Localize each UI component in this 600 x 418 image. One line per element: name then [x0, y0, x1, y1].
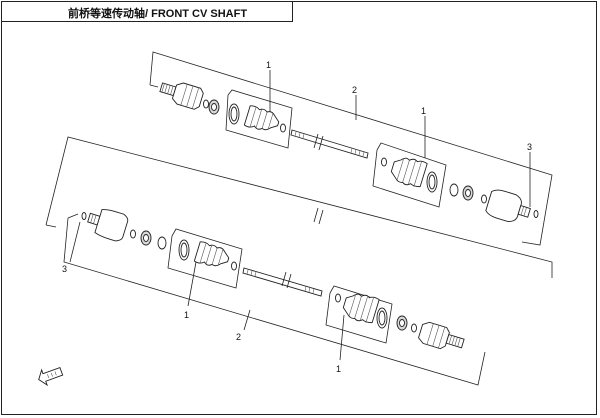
page-title: 前桥等速传动轴/ FRONT CV SHAFT — [68, 8, 248, 20]
callout-lower-shaft-assembly: 2 — [236, 332, 241, 342]
lower-outer-cv-joint — [418, 321, 465, 350]
callout-upper-circlip: 3 — [527, 142, 532, 152]
upper-assembly-bracket — [149, 51, 553, 246]
lower-shaft-assembly: 3 1 2 1 — [62, 209, 486, 386]
callout-lower-boot-kit-right: 1 — [336, 364, 341, 374]
callout-upper-boot-kit-left: 1 — [266, 60, 271, 70]
lower-boot-kit-left-bracket — [167, 228, 243, 289]
upper-axle-shaft — [290, 129, 369, 159]
callout-lower-circlip: 3 — [62, 264, 67, 274]
lower-assembly-bracket — [63, 217, 486, 386]
upper-shaft-assembly: 1 2 1 3 — [149, 51, 553, 246]
upper-right-boot — [390, 157, 428, 188]
lower-inner-cv-joint — [87, 209, 129, 242]
front-arrow-icon — [38, 366, 64, 387]
upper-outer-cv-joint — [159, 82, 204, 110]
lower-boot-kit-right-bracket — [325, 285, 393, 344]
callout-upper-shaft-assembly: 2 — [352, 85, 357, 95]
title-block: 前桥等速传动轴/ FRONT CV SHAFT — [1, 1, 293, 22]
upper-inner-cv-joint — [485, 189, 531, 222]
upper-boot-kit-left-bracket — [225, 89, 293, 149]
lower-right-boot — [342, 293, 380, 324]
upper-boot-kit-right-bracket — [372, 142, 447, 208]
shaft-pair-bracket — [45, 136, 553, 278]
upper-left-boot — [243, 105, 280, 131]
callout-lower-boot-kit-left: 1 — [184, 310, 189, 320]
lower-axle-shaft — [242, 267, 323, 297]
lower-left-boot — [193, 241, 230, 267]
callout-upper-boot-kit-right: 1 — [421, 106, 426, 116]
